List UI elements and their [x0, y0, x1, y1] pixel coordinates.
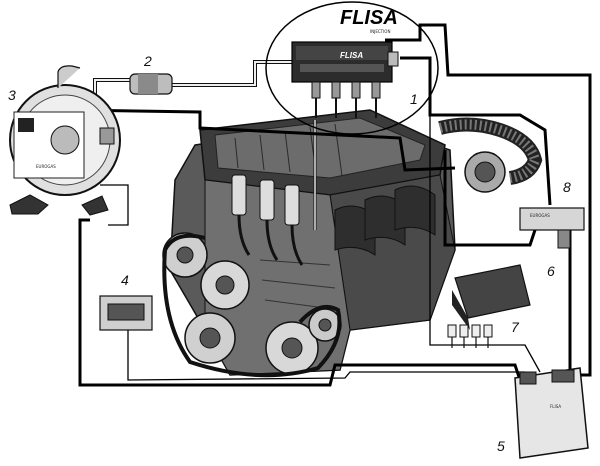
- sensor-brand-label: EUROGAS: [530, 213, 550, 218]
- gas-filter: [129, 73, 173, 95]
- map-sensor: EUROGAS: [519, 207, 585, 249]
- injector-rail: FLISA INJECTION FLISA: [265, 1, 439, 135]
- ecu-brand-label: FLISA: [550, 404, 561, 409]
- callouts: 1 2 3 4 5 6 7 8: [8, 53, 571, 454]
- callout-6: 6: [547, 263, 555, 279]
- ecu: FLISA: [514, 367, 589, 459]
- callout-8: 8: [563, 179, 571, 195]
- callout-5: 5: [497, 438, 505, 454]
- callout-2: 2: [143, 53, 152, 69]
- reducer-vaporizer: EUROGAS: [9, 65, 121, 216]
- ignition-leads: [231, 174, 304, 266]
- air-intake-hose: [438, 117, 543, 193]
- pulleys: [162, 232, 342, 378]
- flisa-logo-sub: INJECTION: [370, 29, 390, 34]
- rail-brand-label: FLISA: [340, 51, 363, 60]
- callout-1: 1: [410, 91, 418, 107]
- changeover-switch: [99, 295, 153, 331]
- wiring: [69, 23, 592, 387]
- reducer-brand-label: EUROGAS: [36, 164, 56, 169]
- callout-4: 4: [121, 272, 129, 288]
- gas-lines: [93, 60, 317, 230]
- petrol-ecu: [452, 264, 531, 330]
- flisa-logo: FLISA: [340, 7, 398, 29]
- injector-emulator: [447, 324, 493, 348]
- callout-3: 3: [8, 87, 16, 103]
- callout-7: 7: [511, 319, 520, 335]
